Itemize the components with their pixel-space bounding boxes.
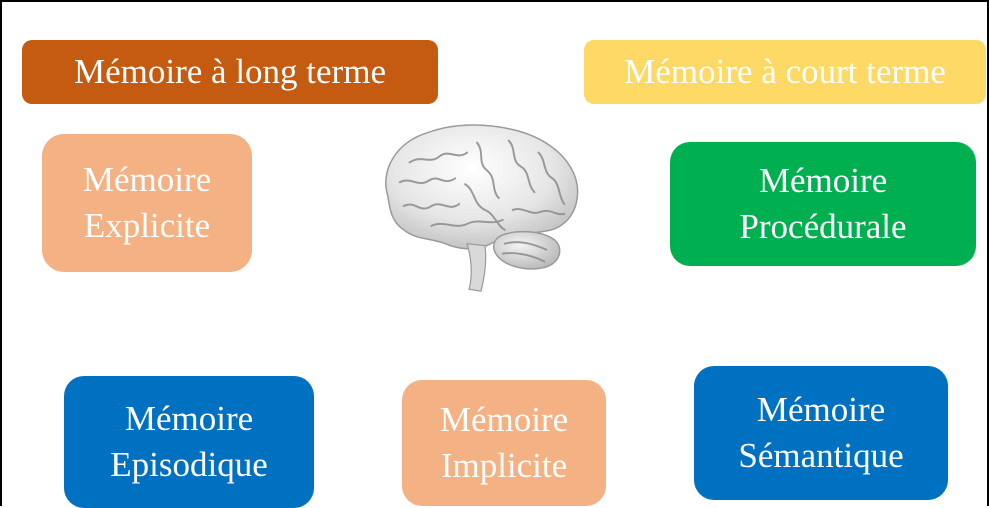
box-procedural-memory-line-1: Mémoire [758, 161, 888, 200]
box-semantic-memory-line-1: Mémoire [756, 390, 886, 429]
box-procedural-memory: Mémoire Procédurale [670, 142, 976, 266]
box-semantic-memory: Mémoire Sémantique [694, 366, 948, 500]
box-implicit-memory: Mémoire Implicite [402, 380, 606, 506]
box-long-term-memory-label: Mémoire à long terme [74, 52, 386, 91]
box-long-term-memory: Mémoire à long terme [22, 40, 438, 104]
box-explicit-memory: Mémoire Explicite [42, 134, 252, 272]
brain-icon [385, 124, 579, 292]
box-semantic-memory-line-2: Sémantique [738, 436, 904, 475]
box-explicit-memory-line-2: Explicite [83, 206, 211, 245]
box-episodic-memory-line-1: Mémoire [124, 399, 254, 438]
box-short-term-memory-label: Mémoire à court terme [624, 52, 946, 91]
box-implicit-memory-line-2: Implicite [440, 446, 568, 485]
box-explicit-memory-line-1: Mémoire [82, 160, 212, 199]
box-short-term-memory: Mémoire à court terme [584, 40, 986, 104]
box-implicit-memory-line-1: Mémoire [439, 400, 569, 439]
box-episodic-memory-line-2: Episodique [110, 445, 268, 484]
box-procedural-memory-line-2: Procédurale [739, 207, 907, 246]
box-episodic-memory: Mémoire Episodique [64, 376, 314, 508]
